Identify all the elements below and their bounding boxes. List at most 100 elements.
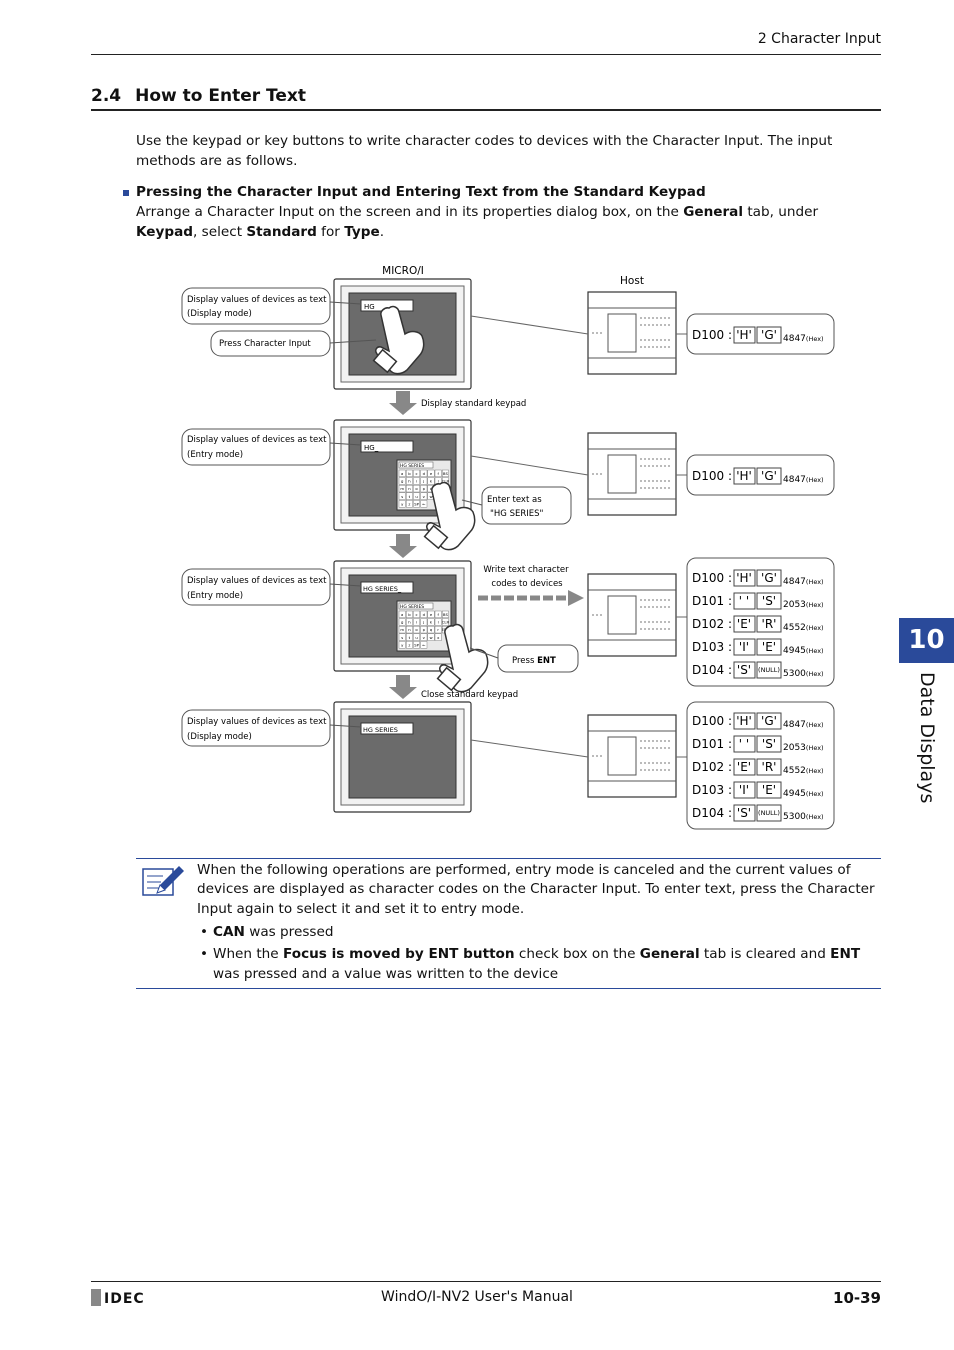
note-text-part: was pressed bbox=[244, 924, 334, 940]
note-rule-top bbox=[136, 858, 881, 859]
keypad-display bbox=[398, 602, 434, 610]
keypad-key bbox=[413, 485, 420, 493]
keypad-key-label: d bbox=[423, 612, 426, 617]
keypad-key-label: e bbox=[430, 471, 433, 476]
keypad-key-label: h bbox=[408, 620, 411, 625]
keypad-key bbox=[420, 492, 428, 500]
keypad-key-label: w bbox=[429, 635, 432, 640]
keypad-key-label: z bbox=[408, 501, 410, 506]
hex-digits: 4552 bbox=[783, 623, 806, 633]
keypad-key-label: n bbox=[408, 627, 411, 632]
hex-unit: (Hex) bbox=[806, 647, 824, 655]
keypad-key bbox=[406, 477, 413, 485]
char-cell bbox=[733, 712, 756, 730]
keypad-key bbox=[434, 633, 442, 641]
hex-value: 4847(Hex) bbox=[783, 475, 824, 485]
hex-unit: (Hex) bbox=[806, 670, 824, 678]
keypad-key-label: w bbox=[429, 494, 432, 499]
keypad-key-label: o bbox=[415, 627, 418, 632]
keypad-key-label: CLR bbox=[442, 479, 450, 484]
keypad-key bbox=[406, 500, 413, 508]
device-name: D104 : bbox=[692, 806, 732, 820]
hex-unit: (Hex) bbox=[806, 578, 824, 586]
hex-value: 4945(Hex) bbox=[783, 646, 824, 656]
keypad-key-label: b bbox=[408, 612, 411, 617]
device-name: D103 : bbox=[692, 640, 732, 654]
note-text: When the following operations are perfor… bbox=[197, 862, 875, 917]
hex-unit: (Hex) bbox=[806, 601, 824, 609]
keypad-key-label: BS bbox=[443, 471, 449, 476]
char-cell bbox=[756, 661, 782, 679]
hex-digits: 2053 bbox=[783, 743, 806, 753]
keypad-key-label: h bbox=[408, 479, 411, 484]
keypad-key bbox=[427, 610, 435, 619]
keypad-key bbox=[434, 469, 442, 478]
keypad-key-label: j bbox=[422, 620, 424, 625]
hex-value: 4847(Hex) bbox=[783, 334, 824, 344]
char-code: 'S' bbox=[762, 594, 776, 608]
callout-box bbox=[210, 330, 331, 357]
keypad-key bbox=[398, 633, 406, 641]
keypad-key bbox=[406, 633, 413, 641]
keypad-key-label: o bbox=[415, 486, 418, 491]
keypad-key bbox=[413, 626, 420, 634]
keypad-key-label: f bbox=[438, 471, 440, 476]
char-code: 'R' bbox=[762, 617, 777, 631]
idec-logo: IDEC bbox=[91, 1289, 145, 1309]
hmi-device bbox=[333, 701, 472, 813]
keypad-key-label: s bbox=[401, 635, 403, 640]
device-name: D103 : bbox=[692, 783, 732, 797]
press-ent-label: Press ENT bbox=[512, 656, 556, 666]
method-title: Pressing the Character Input and Enterin… bbox=[136, 184, 706, 200]
char-code: 'H' bbox=[736, 469, 752, 483]
device-name: D102 : bbox=[692, 760, 732, 774]
page-number: 10-39 bbox=[833, 1289, 881, 1307]
device-name: D101 : bbox=[692, 594, 732, 608]
keypad-key-label: n bbox=[408, 486, 411, 491]
method-body: Arrange a Character Input on the screen … bbox=[136, 203, 881, 242]
char-code: 'S' bbox=[737, 663, 751, 677]
null-label: (NULL) bbox=[758, 809, 780, 817]
section-number: 2.4 bbox=[91, 86, 122, 106]
char-cell bbox=[756, 615, 782, 633]
keypad-key bbox=[413, 610, 420, 619]
hex-unit: (Hex) bbox=[806, 335, 824, 343]
keypad-key-label: v bbox=[423, 635, 426, 640]
logo-mark-icon bbox=[91, 1289, 101, 1306]
hex-value: 4945(Hex) bbox=[783, 789, 824, 799]
char-cell bbox=[756, 638, 782, 656]
keypad-key bbox=[413, 492, 420, 500]
header-rule bbox=[91, 54, 881, 55]
chapter-tab[interactable]: 10 bbox=[899, 618, 954, 663]
keypad-key bbox=[420, 610, 428, 619]
keypad-key-label: k bbox=[430, 479, 433, 484]
char-code: 'E' bbox=[762, 783, 776, 797]
char-code: 'E' bbox=[762, 640, 776, 654]
keypad-key-label: l bbox=[438, 620, 439, 625]
keypad-key-label: SP bbox=[414, 501, 419, 506]
screen-text: HG_ bbox=[364, 444, 379, 452]
hex-unit: (Hex) bbox=[806, 767, 824, 775]
keypad-key bbox=[398, 626, 406, 634]
body-text: tab, under bbox=[743, 204, 819, 220]
hex-unit: (Hex) bbox=[806, 476, 824, 484]
callout-box bbox=[497, 644, 579, 673]
keypad-key-label: f bbox=[438, 612, 440, 617]
callout-line: Display values of devices as text bbox=[187, 295, 327, 305]
keypad-key-label: x bbox=[437, 635, 440, 640]
keypad-key bbox=[406, 626, 413, 634]
char-code: 'G' bbox=[761, 571, 777, 585]
device-name: D102 : bbox=[692, 617, 732, 631]
char-code: 'I' bbox=[739, 783, 749, 797]
host-label: Host bbox=[620, 275, 644, 287]
note-text-part: When the bbox=[213, 945, 283, 962]
callout-line: Display values of devices as text bbox=[187, 576, 327, 586]
keypad-key bbox=[420, 485, 428, 493]
keypad-key bbox=[398, 477, 406, 485]
hex-digits: 2053 bbox=[783, 600, 806, 610]
char-cell bbox=[733, 758, 756, 776]
chapter-name: Data Displays bbox=[916, 672, 938, 804]
keypad-key bbox=[427, 477, 435, 485]
hex-value: 4847(Hex) bbox=[783, 720, 824, 730]
